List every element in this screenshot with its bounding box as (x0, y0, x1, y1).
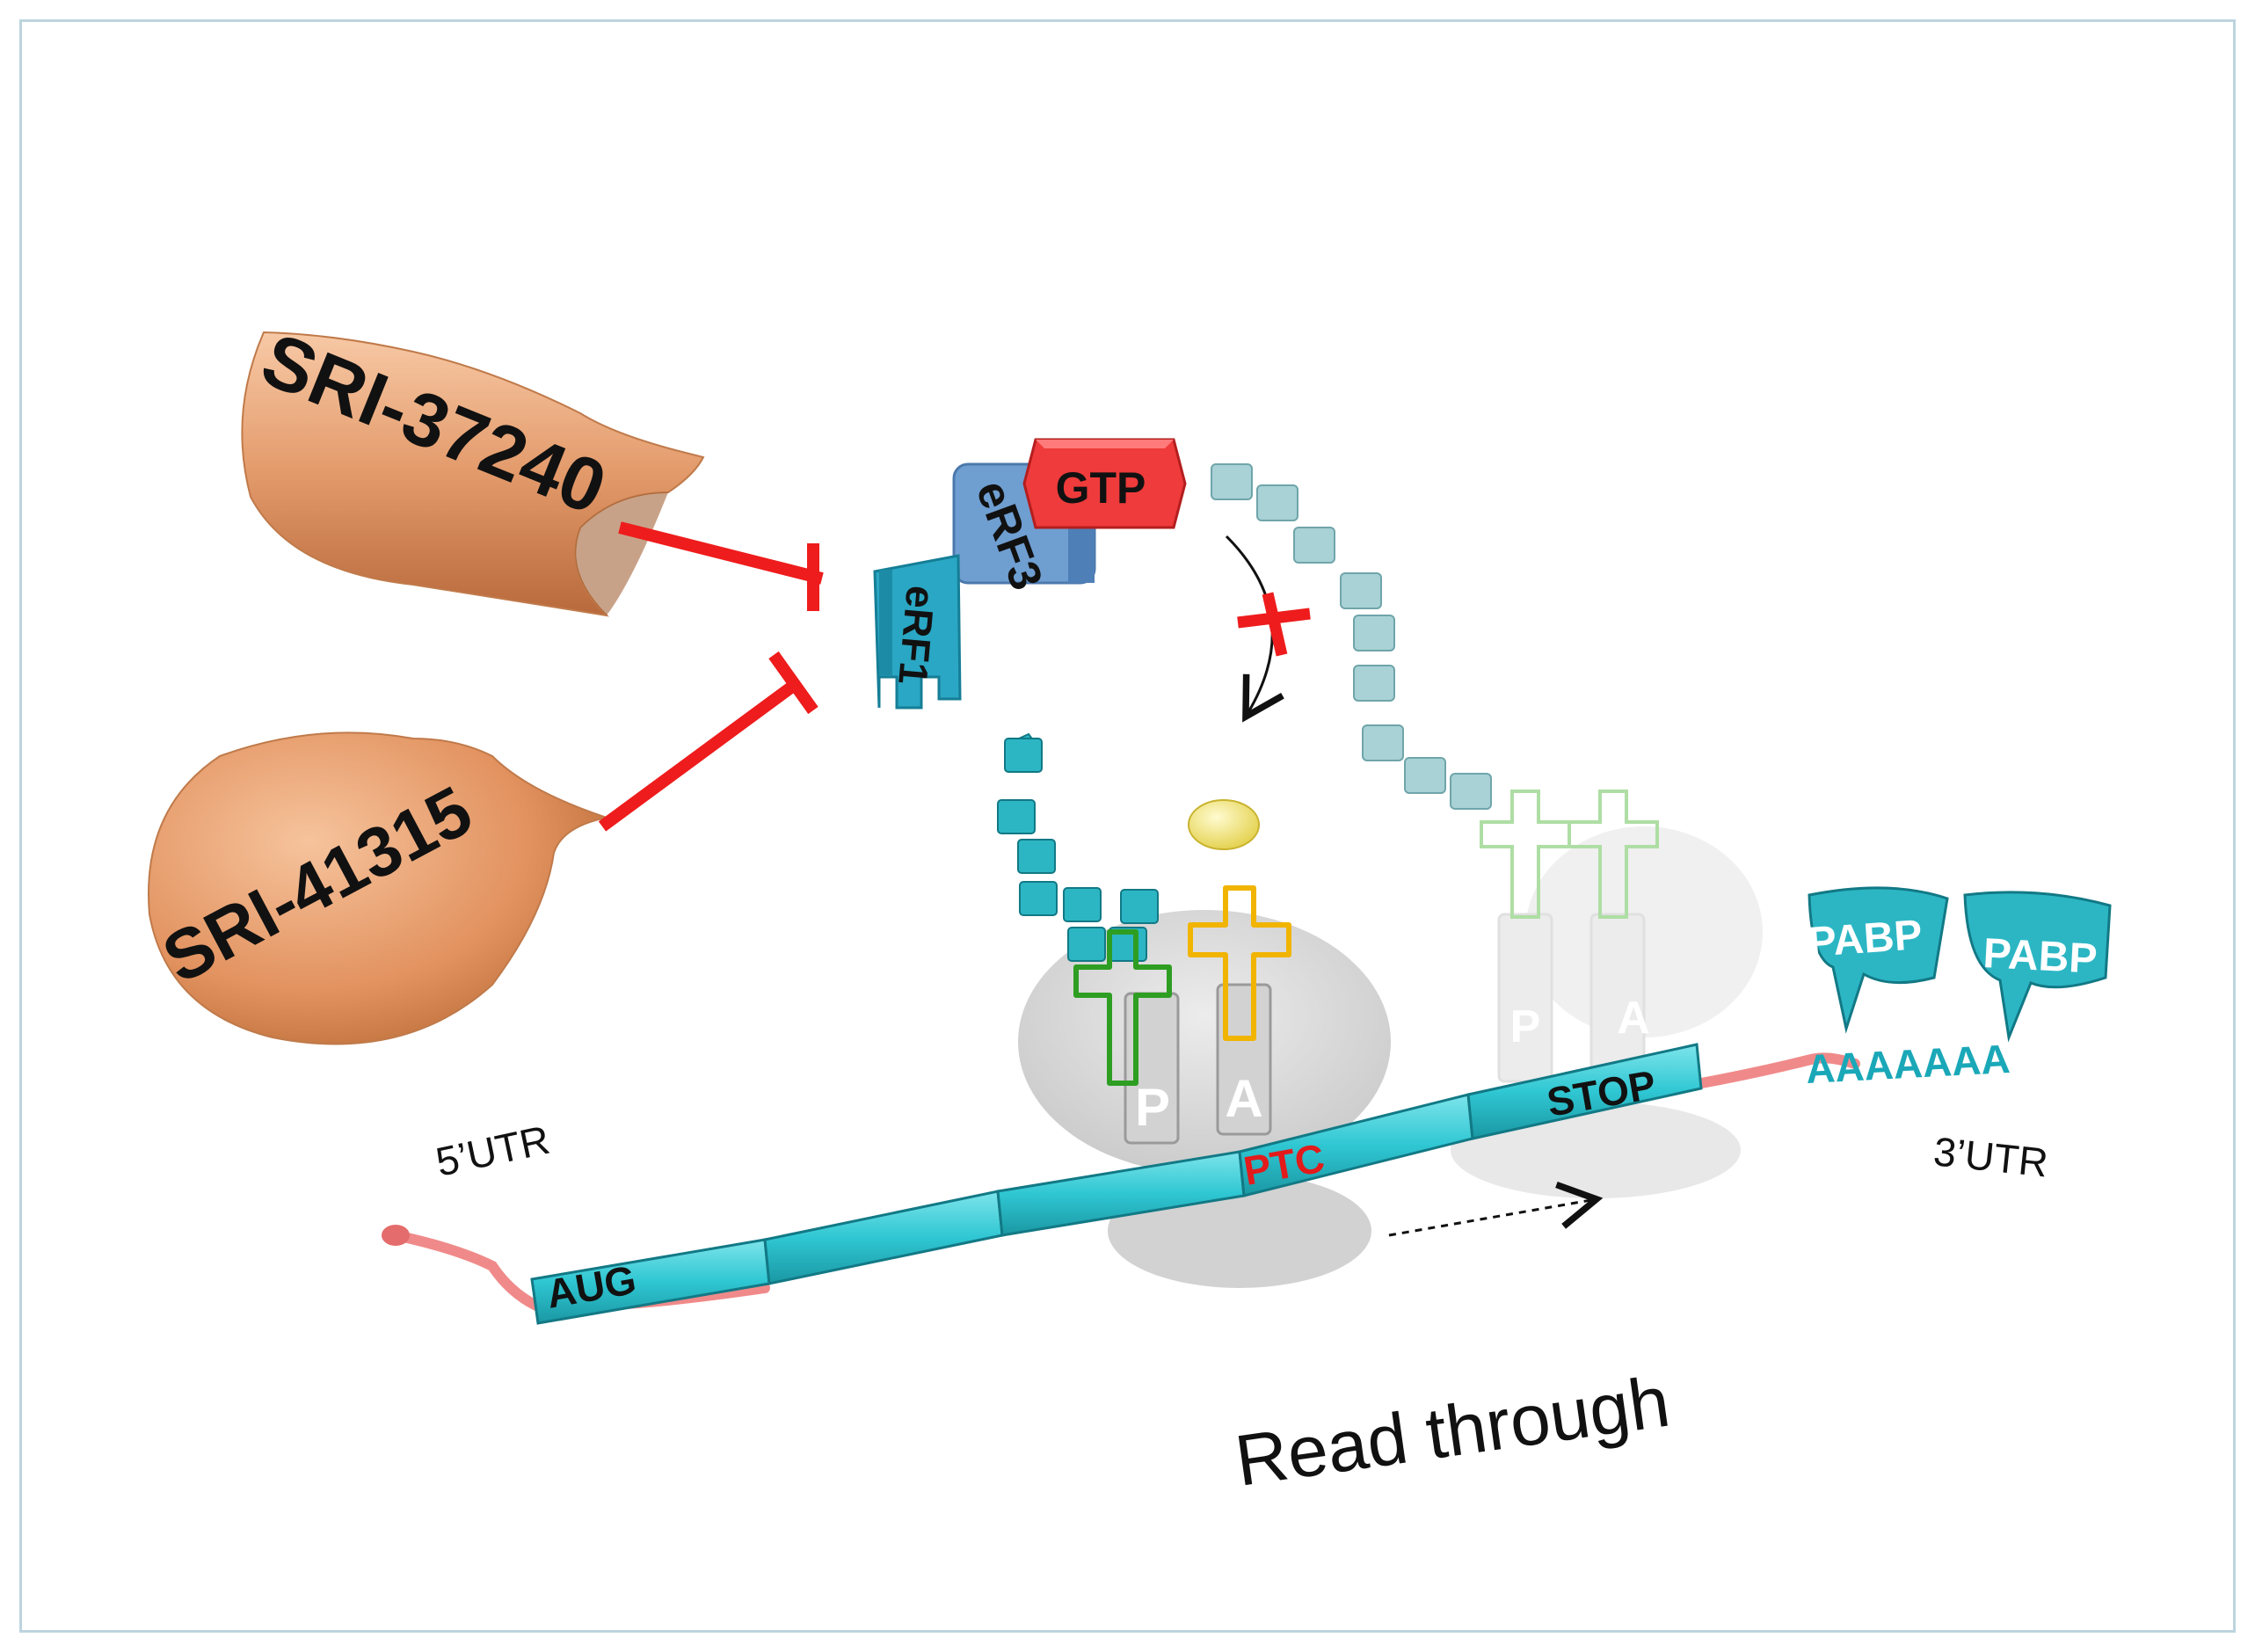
trna-p-site (1073, 929, 1172, 1086)
utr5-label: 5’UTR (432, 1117, 553, 1185)
caption-read-through: Read through (1231, 1362, 1675, 1502)
utr3-label: 3’UTR (1931, 1128, 2050, 1185)
peptide-chain-ghost (1211, 463, 1492, 810)
mrna-cap (382, 1225, 410, 1246)
trna-a-site (1188, 885, 1291, 1041)
aminoacid-ball (1188, 799, 1260, 850)
ghost-p-site-label: P (1510, 1001, 1541, 1052)
gtp-molecule: GTP (1022, 438, 1187, 529)
inhibition-arrow-2 (598, 651, 818, 832)
poly-a-tail: AAAAAAA (1805, 1036, 2011, 1092)
pabp-label-1: PABP (1807, 912, 1924, 966)
drug-sri-41315: SRI-41315 (148, 731, 610, 1045)
ribosome-ghost: P A (1480, 790, 1763, 1083)
pabp-protein-2: PABP (1963, 891, 2112, 1043)
erf1-factor: eRF1 (873, 554, 962, 710)
peptide-chain (997, 732, 1159, 962)
a-site-label: A (1225, 1069, 1262, 1128)
p-site-label: P (1135, 1078, 1170, 1137)
ribosome-large-subunit (1018, 910, 1391, 1174)
mrna-coding-region (530, 1043, 1703, 1325)
pabp-label-2: PABP (1982, 930, 2098, 983)
inhibition-arrow-1 (618, 521, 824, 611)
drug-sri-37240: SRI-37240 (241, 317, 705, 617)
block-cross-icon (1237, 592, 1311, 657)
gtp-label: GTP (1056, 463, 1146, 513)
ghost-a-site-label: A (1617, 993, 1650, 1044)
pabp-protein-1: PABP (1807, 886, 1949, 1034)
erf1-label: eRF1 (890, 584, 944, 687)
a-site-slot (1216, 983, 1272, 1136)
readthrough-arrow (1388, 1181, 1604, 1237)
